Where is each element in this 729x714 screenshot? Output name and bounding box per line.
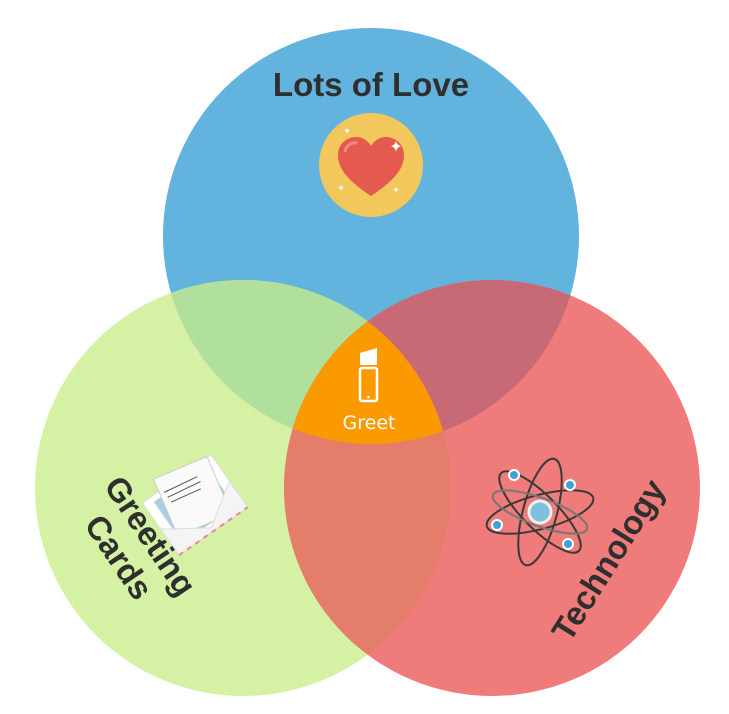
center-label-greet: Greet [343, 412, 396, 434]
label-lots-of-love: Lots of Love [273, 66, 469, 103]
svg-text:✦: ✦ [343, 126, 351, 136]
heart-icon: ✦ ✦ ✦ ✦ [319, 113, 423, 217]
phone-logo-icon [358, 348, 379, 403]
svg-text:✦: ✦ [337, 183, 345, 193]
overlap-all [284, 280, 451, 444]
svg-text:✦: ✦ [392, 185, 400, 195]
envelope-letter-icon [142, 455, 249, 557]
svg-text:✦: ✦ [389, 139, 402, 156]
atom-icon [485, 457, 595, 567]
